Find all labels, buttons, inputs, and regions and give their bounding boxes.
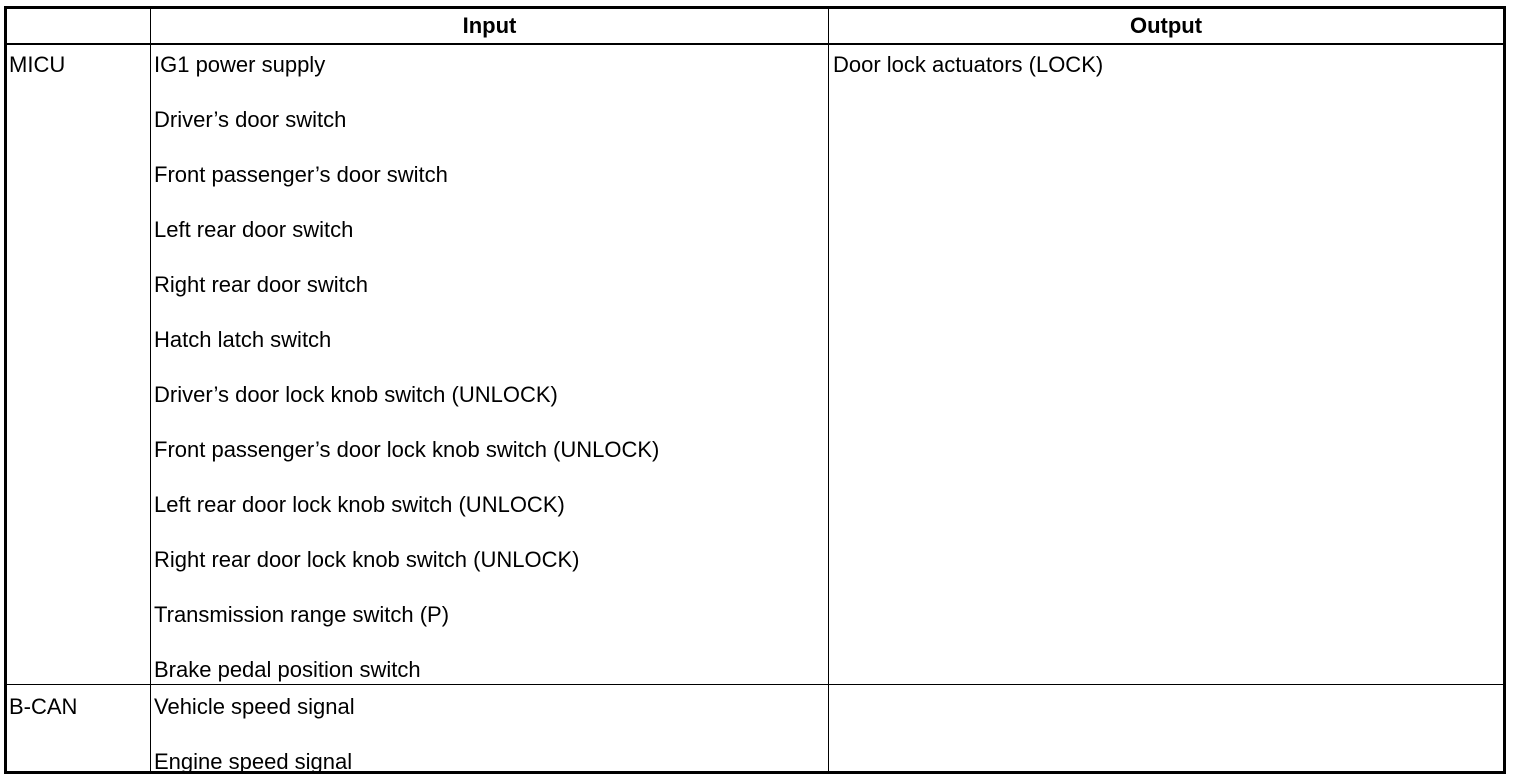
- input-item: Transmission range switch (P): [154, 602, 450, 627]
- header-output: Output: [1129, 13, 1203, 38]
- source-cell-micu: MICU: [9, 52, 66, 77]
- column-divider-input-output: [828, 9, 829, 771]
- row-divider-micu-bcan: [7, 684, 1503, 685]
- output-cell-micu: Door lock actuators (LOCK): [833, 52, 1104, 77]
- header-row-divider: [7, 43, 1503, 45]
- input-item: IG1 power supply: [154, 52, 326, 77]
- column-divider-source-input: [150, 9, 151, 771]
- input-item: Right rear door lock knob switch (UNLOCK…: [154, 547, 580, 572]
- input-item: Vehicle speed signal: [154, 694, 355, 719]
- input-item: Left rear door switch: [154, 217, 354, 242]
- source-cell-bcan: B-CAN: [9, 694, 78, 719]
- input-item: Front passenger’s door switch: [154, 162, 448, 187]
- input-item: Driver’s door lock knob switch (UNLOCK): [154, 382, 558, 407]
- input-item: Driver’s door switch: [154, 107, 347, 132]
- header-corner-cell: [7, 9, 150, 43]
- input-item: Brake pedal position switch: [154, 657, 421, 682]
- io-table: Input Output MICU IG1 power supply Drive…: [4, 6, 1506, 774]
- input-item: Right rear door switch: [154, 272, 368, 297]
- input-list-micu: IG1 power supply Driver’s door switch Fr…: [154, 52, 824, 682]
- input-item: Left rear door lock knob switch (UNLOCK): [154, 492, 565, 517]
- input-list-bcan: Vehicle speed signal Engine speed signal: [154, 694, 824, 774]
- input-item: Front passenger’s door lock knob switch …: [154, 437, 660, 462]
- input-item: Engine speed signal: [154, 749, 353, 774]
- header-input: Input: [462, 13, 517, 38]
- input-item: Hatch latch switch: [154, 327, 332, 352]
